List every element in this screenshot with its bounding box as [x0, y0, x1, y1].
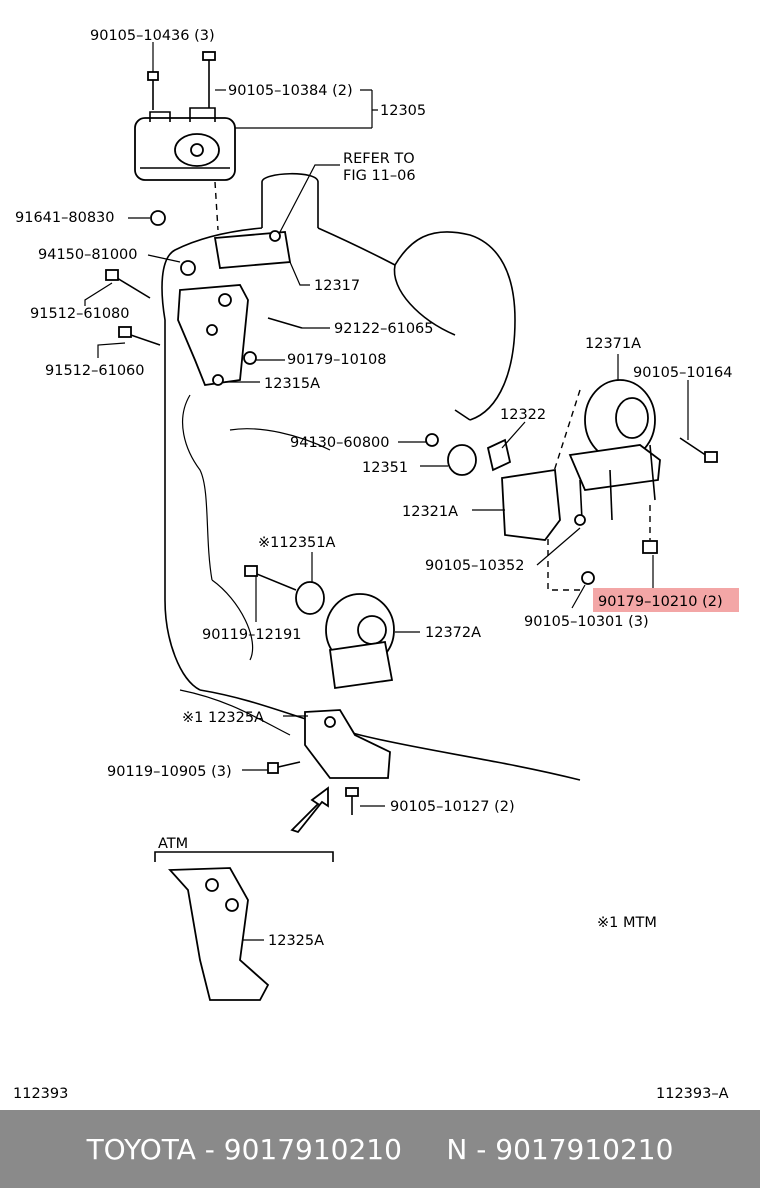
label-112393: 112393 — [13, 1086, 68, 1102]
label-refer-to-2: FIG 11–06 — [343, 168, 416, 184]
label-94150-81000: 94150–81000 — [38, 247, 138, 263]
label-90105-10384: 90105–10384 (2) — [228, 83, 353, 99]
label-refer-to-1: REFER TO — [343, 151, 415, 167]
label-12321A: 12321A — [402, 504, 458, 520]
part-labels: 90105–10436 (3) 90105–10384 (2) 12305 RE… — [13, 28, 733, 1102]
mount-12372A — [244, 565, 395, 690]
label-atm: ATM — [158, 836, 188, 852]
label-112393-A: 112393–A — [656, 1086, 729, 1102]
bracket-12325A-atm — [154, 851, 334, 1001]
label-112351A: ※112351A — [258, 535, 336, 551]
label-90105-10127: 90105–10127 (2) — [390, 799, 515, 815]
label-12372A: 12372A — [425, 625, 481, 641]
label-12351: 12351 — [362, 460, 408, 476]
label-12315A: 12315A — [264, 376, 320, 392]
label-12317: 12317 — [314, 278, 360, 294]
part-number-footer: TOYOTA - 9017910210 N - 9017910210 — [0, 1110, 760, 1188]
label-12325A-mtm: ※1 12325A — [182, 710, 264, 726]
label-90119-12191: 90119–12191 — [202, 627, 302, 643]
leader-lines — [84, 42, 689, 941]
label-94130-60800: 94130–60800 — [290, 435, 390, 451]
label-90179-10210: 90179–10210 (2) — [598, 594, 723, 610]
footer-text: TOYOTA - 9017910210 N - 9017910210 — [86, 1132, 674, 1166]
mount-12305 — [134, 51, 236, 231]
label-92122-61065: 92122–61065 — [334, 321, 434, 337]
label-90119-10905: 90119–10905 (3) — [107, 764, 232, 780]
engine-outline — [161, 172, 581, 781]
parts-diagram: 90105–10436 (3) 90105–10384 (2) 12305 RE… — [13, 28, 739, 1102]
highlight-90179-10210 — [593, 588, 739, 612]
label-90105-10352: 90105–10352 — [425, 558, 525, 574]
label-90179-10108: 90179–10108 — [287, 352, 387, 368]
label-90105-10301: 90105–10301 (3) — [524, 614, 649, 630]
mount-12371A — [547, 379, 718, 591]
label-12325A-atm: 12325A — [268, 933, 324, 949]
label-12371A: 12371A — [585, 336, 641, 352]
mount-12321A — [425, 433, 595, 585]
label-90105-10164: 90105–10164 — [633, 365, 733, 381]
label-90105-10436: 90105–10436 (3) — [90, 28, 215, 44]
label-91512-61060: 91512–61060 — [45, 363, 145, 379]
bracket-12315A — [177, 284, 249, 386]
left-bolts — [105, 210, 303, 365]
label-mtm-note: ※1 MTM — [597, 915, 657, 931]
label-91641-80830: 91641–80830 — [15, 210, 115, 226]
label-91512-61080: 91512–61080 — [30, 306, 130, 322]
label-12322: 12322 — [500, 407, 546, 423]
label-12305: 12305 — [380, 103, 426, 119]
mount-12325A-mtm — [267, 709, 391, 834]
bracket-12317 — [213, 230, 292, 269]
